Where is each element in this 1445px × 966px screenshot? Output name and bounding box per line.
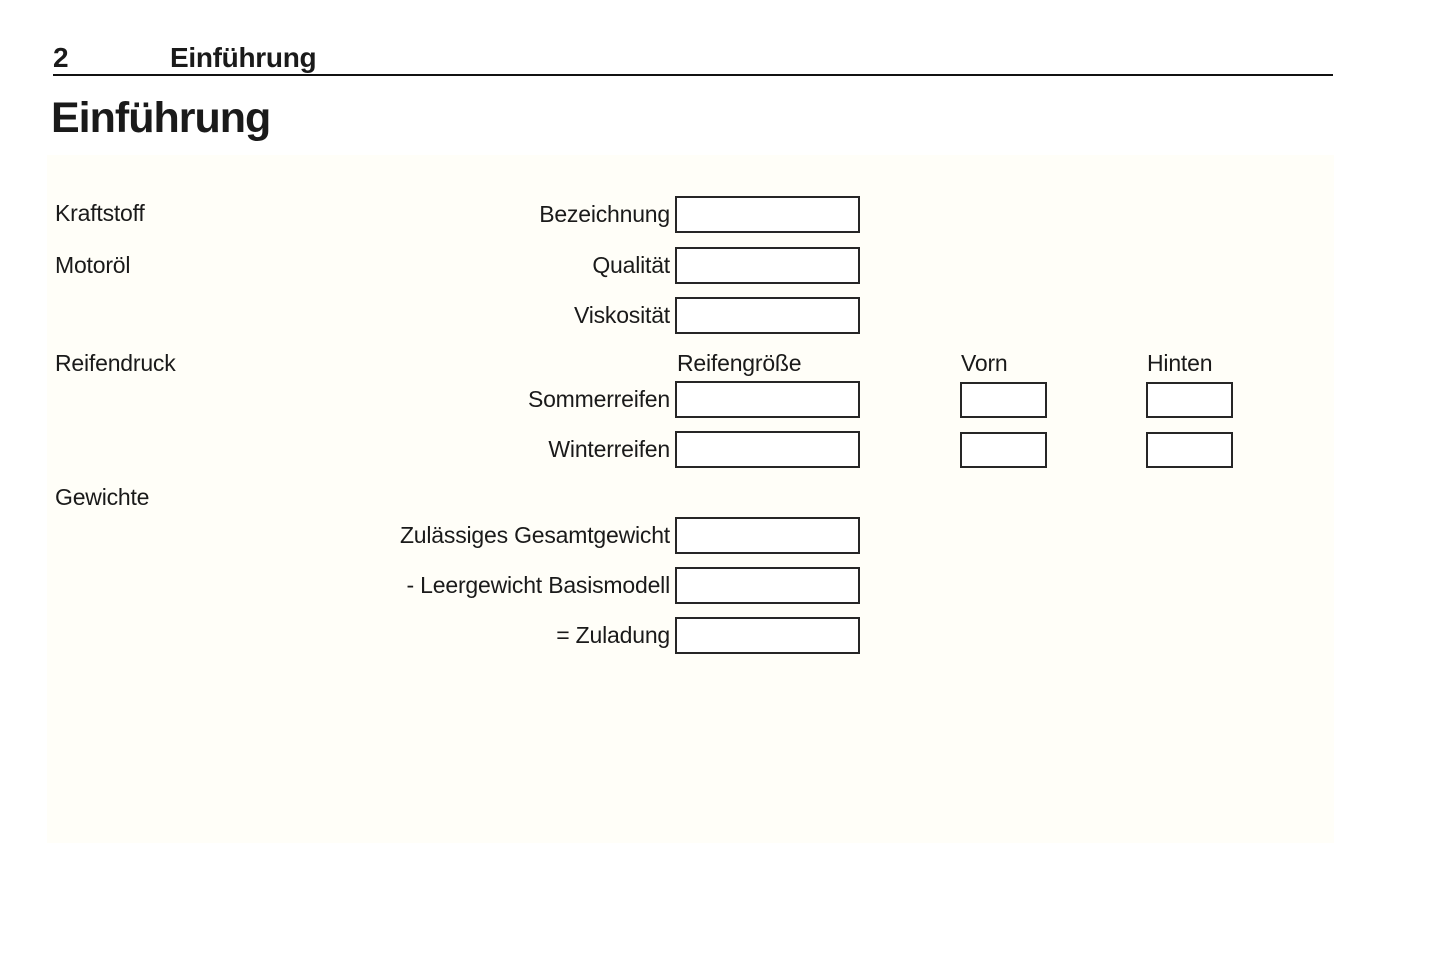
section-label-tyre-pressure: Reifendruck	[55, 350, 176, 376]
field-label-viscosity: Viskosität	[573, 302, 670, 328]
section-label-fuel: Kraftstoff	[55, 200, 145, 226]
field-label-designation: Bezeichnung	[539, 201, 670, 227]
column-header-tyre-size: Reifengröße	[677, 350, 802, 376]
page-title: Einführung	[51, 94, 271, 142]
gross-weight-input[interactable]	[675, 517, 860, 554]
column-header-rear: Hinten	[1147, 350, 1213, 376]
winter-tyre-size-input[interactable]	[675, 431, 860, 468]
designation-input[interactable]	[675, 196, 860, 233]
quality-input[interactable]	[675, 247, 860, 284]
field-label-kerb-weight: - Leergewicht Basismodell	[406, 572, 671, 598]
summer-front-pressure-input[interactable]	[960, 382, 1047, 418]
header-rule	[53, 74, 1333, 76]
field-label-gross-weight: Zulässiges Gesamtgewicht	[399, 522, 670, 548]
section-label-weights: Gewichte	[55, 484, 150, 510]
field-label-payload: = Zuladung	[556, 622, 670, 648]
field-label-quality: Qualität	[592, 252, 670, 278]
kerb-weight-input[interactable]	[675, 567, 860, 604]
column-header-front: Vorn	[961, 350, 1008, 376]
winter-rear-pressure-input[interactable]	[1146, 432, 1233, 468]
winter-front-pressure-input[interactable]	[960, 432, 1047, 468]
viscosity-input[interactable]	[675, 297, 860, 334]
summer-tyre-size-input[interactable]	[675, 381, 860, 418]
field-label-summer-tyres: Sommerreifen	[527, 386, 670, 412]
payload-input[interactable]	[675, 617, 860, 654]
page-number: 2	[53, 42, 69, 73]
chapter-title: Einführung	[170, 42, 317, 73]
section-label-engine-oil: Motoröl	[55, 252, 131, 278]
summer-rear-pressure-input[interactable]	[1146, 382, 1233, 418]
field-label-winter-tyres: Winterreifen	[548, 436, 670, 462]
